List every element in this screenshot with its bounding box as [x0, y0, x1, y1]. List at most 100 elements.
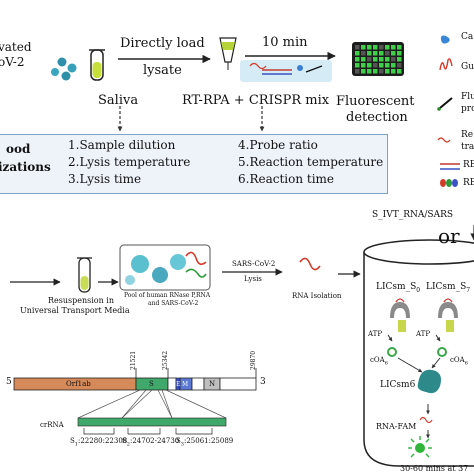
plate-well — [373, 63, 378, 68]
lysate-label: lysate — [143, 63, 182, 78]
s1-label: S1:22280:22308 — [70, 437, 128, 448]
s-label: S — [149, 380, 154, 388]
detection-label: detection — [346, 110, 408, 125]
plate-well — [391, 45, 396, 50]
crrna-label: crRNA — [40, 421, 64, 429]
pool-label-1: Pool of human RNase P,RNA — [124, 292, 211, 299]
plate-well — [379, 51, 384, 56]
plate-well — [367, 57, 372, 62]
plate-well — [367, 63, 372, 68]
resuspension-label-2: Universal Transport Media — [20, 306, 130, 315]
lysis-label: Lysis — [244, 275, 262, 283]
direct-load-label: Directly load — [120, 36, 205, 51]
plate-well — [373, 51, 378, 56]
plate-well — [355, 63, 360, 68]
plate-well — [397, 57, 402, 62]
option-2: 2.Lysis temperature — [68, 155, 191, 169]
plate-well — [367, 69, 372, 74]
plate-well — [355, 51, 360, 56]
legend-rt-1: Re — [461, 130, 474, 140]
guide-legend-icon — [439, 58, 453, 71]
s3-label: S3:25061:25089 — [176, 437, 234, 448]
plate-well — [367, 45, 372, 50]
pool-box — [119, 244, 211, 291]
n-label: N — [209, 380, 216, 388]
genome-3-prime: 3 — [260, 377, 266, 387]
legend-guide: Gu — [461, 62, 474, 72]
plate-well — [355, 69, 360, 74]
rpa-enzymes-legend-icon — [440, 179, 458, 187]
plate-well — [361, 51, 366, 56]
resuspension-label-1: Resuspension in — [48, 296, 115, 305]
opt-label-line2: izations — [0, 160, 51, 174]
plate-well — [373, 57, 378, 62]
s2-label: S2:24702-24730 — [122, 437, 180, 448]
saliva-tube-icon — [89, 49, 105, 81]
legend-rpa-enzymes: RE — [463, 178, 474, 188]
saliva-label: Saliva — [98, 93, 139, 108]
genome-map — [13, 368, 257, 435]
plate-well — [385, 51, 390, 56]
plate-well — [391, 51, 396, 56]
plate-well — [385, 45, 390, 50]
plate-well — [391, 63, 396, 68]
plate-well — [373, 69, 378, 74]
mix-label: RT-RPA + CRISPR mix — [182, 93, 330, 108]
plate-well — [373, 45, 378, 50]
licsm6-label: LICsm6 — [380, 380, 416, 390]
plate-well — [397, 63, 402, 68]
licsm-right-label: LICsm_S7 — [426, 282, 471, 294]
option-5: 5.Reaction temperature — [238, 155, 384, 169]
coa-left-label: cOA6 — [370, 356, 388, 367]
plate-well — [385, 57, 390, 62]
legend-rt-2: tra — [461, 142, 474, 152]
legend-icons — [437, 35, 460, 187]
time-label: 30-60 mins at 37 — [400, 464, 469, 473]
plate-well — [379, 57, 384, 62]
opt-label-line1: ood — [6, 142, 31, 156]
rna-icon — [299, 257, 321, 271]
licsm-left-label: LICsm_S0 — [376, 282, 421, 294]
ivt-label: S_IVT_RNA/SARS — [372, 210, 454, 220]
reaction-vessel — [363, 239, 474, 467]
option-4: 4.Probe ratio — [238, 138, 318, 152]
transport-media-tube-icon — [77, 257, 92, 293]
option-6: 6.Reaction time — [238, 172, 335, 186]
plate-well — [355, 57, 360, 62]
orf1ab-label: Orf1ab — [66, 380, 91, 388]
legend-rpa-primers: RE — [463, 160, 474, 170]
m-label: M — [182, 381, 189, 388]
plate-well — [397, 45, 402, 50]
plate-well — [379, 69, 384, 74]
pos-label-1: 21521 — [130, 350, 137, 370]
sars-arrow-label: SARS-CoV-2 — [232, 260, 276, 268]
e-label: E — [176, 381, 181, 388]
plate-well — [361, 57, 366, 62]
plate-well — [367, 51, 372, 56]
left-label-line1: vated — [0, 40, 32, 54]
plate-well — [391, 69, 396, 74]
optimization-box — [0, 134, 388, 194]
plate-well — [391, 57, 396, 62]
legend-cas: Ca — [461, 32, 474, 42]
pos-label-3: 29870 — [250, 350, 257, 370]
atp-right-label: ATP — [416, 330, 431, 338]
fluorescent-plate-icon — [352, 42, 404, 76]
virus-particles-icon — [51, 57, 77, 81]
plate-well — [379, 63, 384, 68]
coa-right-label: cOA6 — [450, 356, 468, 367]
genome-5-prime: 5 — [6, 377, 12, 387]
fluorescent-label: Fluorescent — [336, 94, 415, 109]
rna-isolation-label: RNA Isolation — [292, 292, 342, 300]
option-1: 1.Sample dilution — [68, 138, 176, 152]
reverse-transcriptase-legend-icon — [437, 137, 451, 143]
probe-legend-icon — [439, 97, 453, 109]
plate-well — [379, 45, 384, 50]
plate-well — [397, 69, 402, 74]
plate-well — [397, 51, 402, 56]
option-3: 3.Lysis time — [68, 172, 142, 186]
legend-probe-2: pro — [461, 104, 474, 114]
pool-label-2: and SARS-CoV-2 — [148, 300, 199, 307]
plate-well — [361, 45, 366, 50]
